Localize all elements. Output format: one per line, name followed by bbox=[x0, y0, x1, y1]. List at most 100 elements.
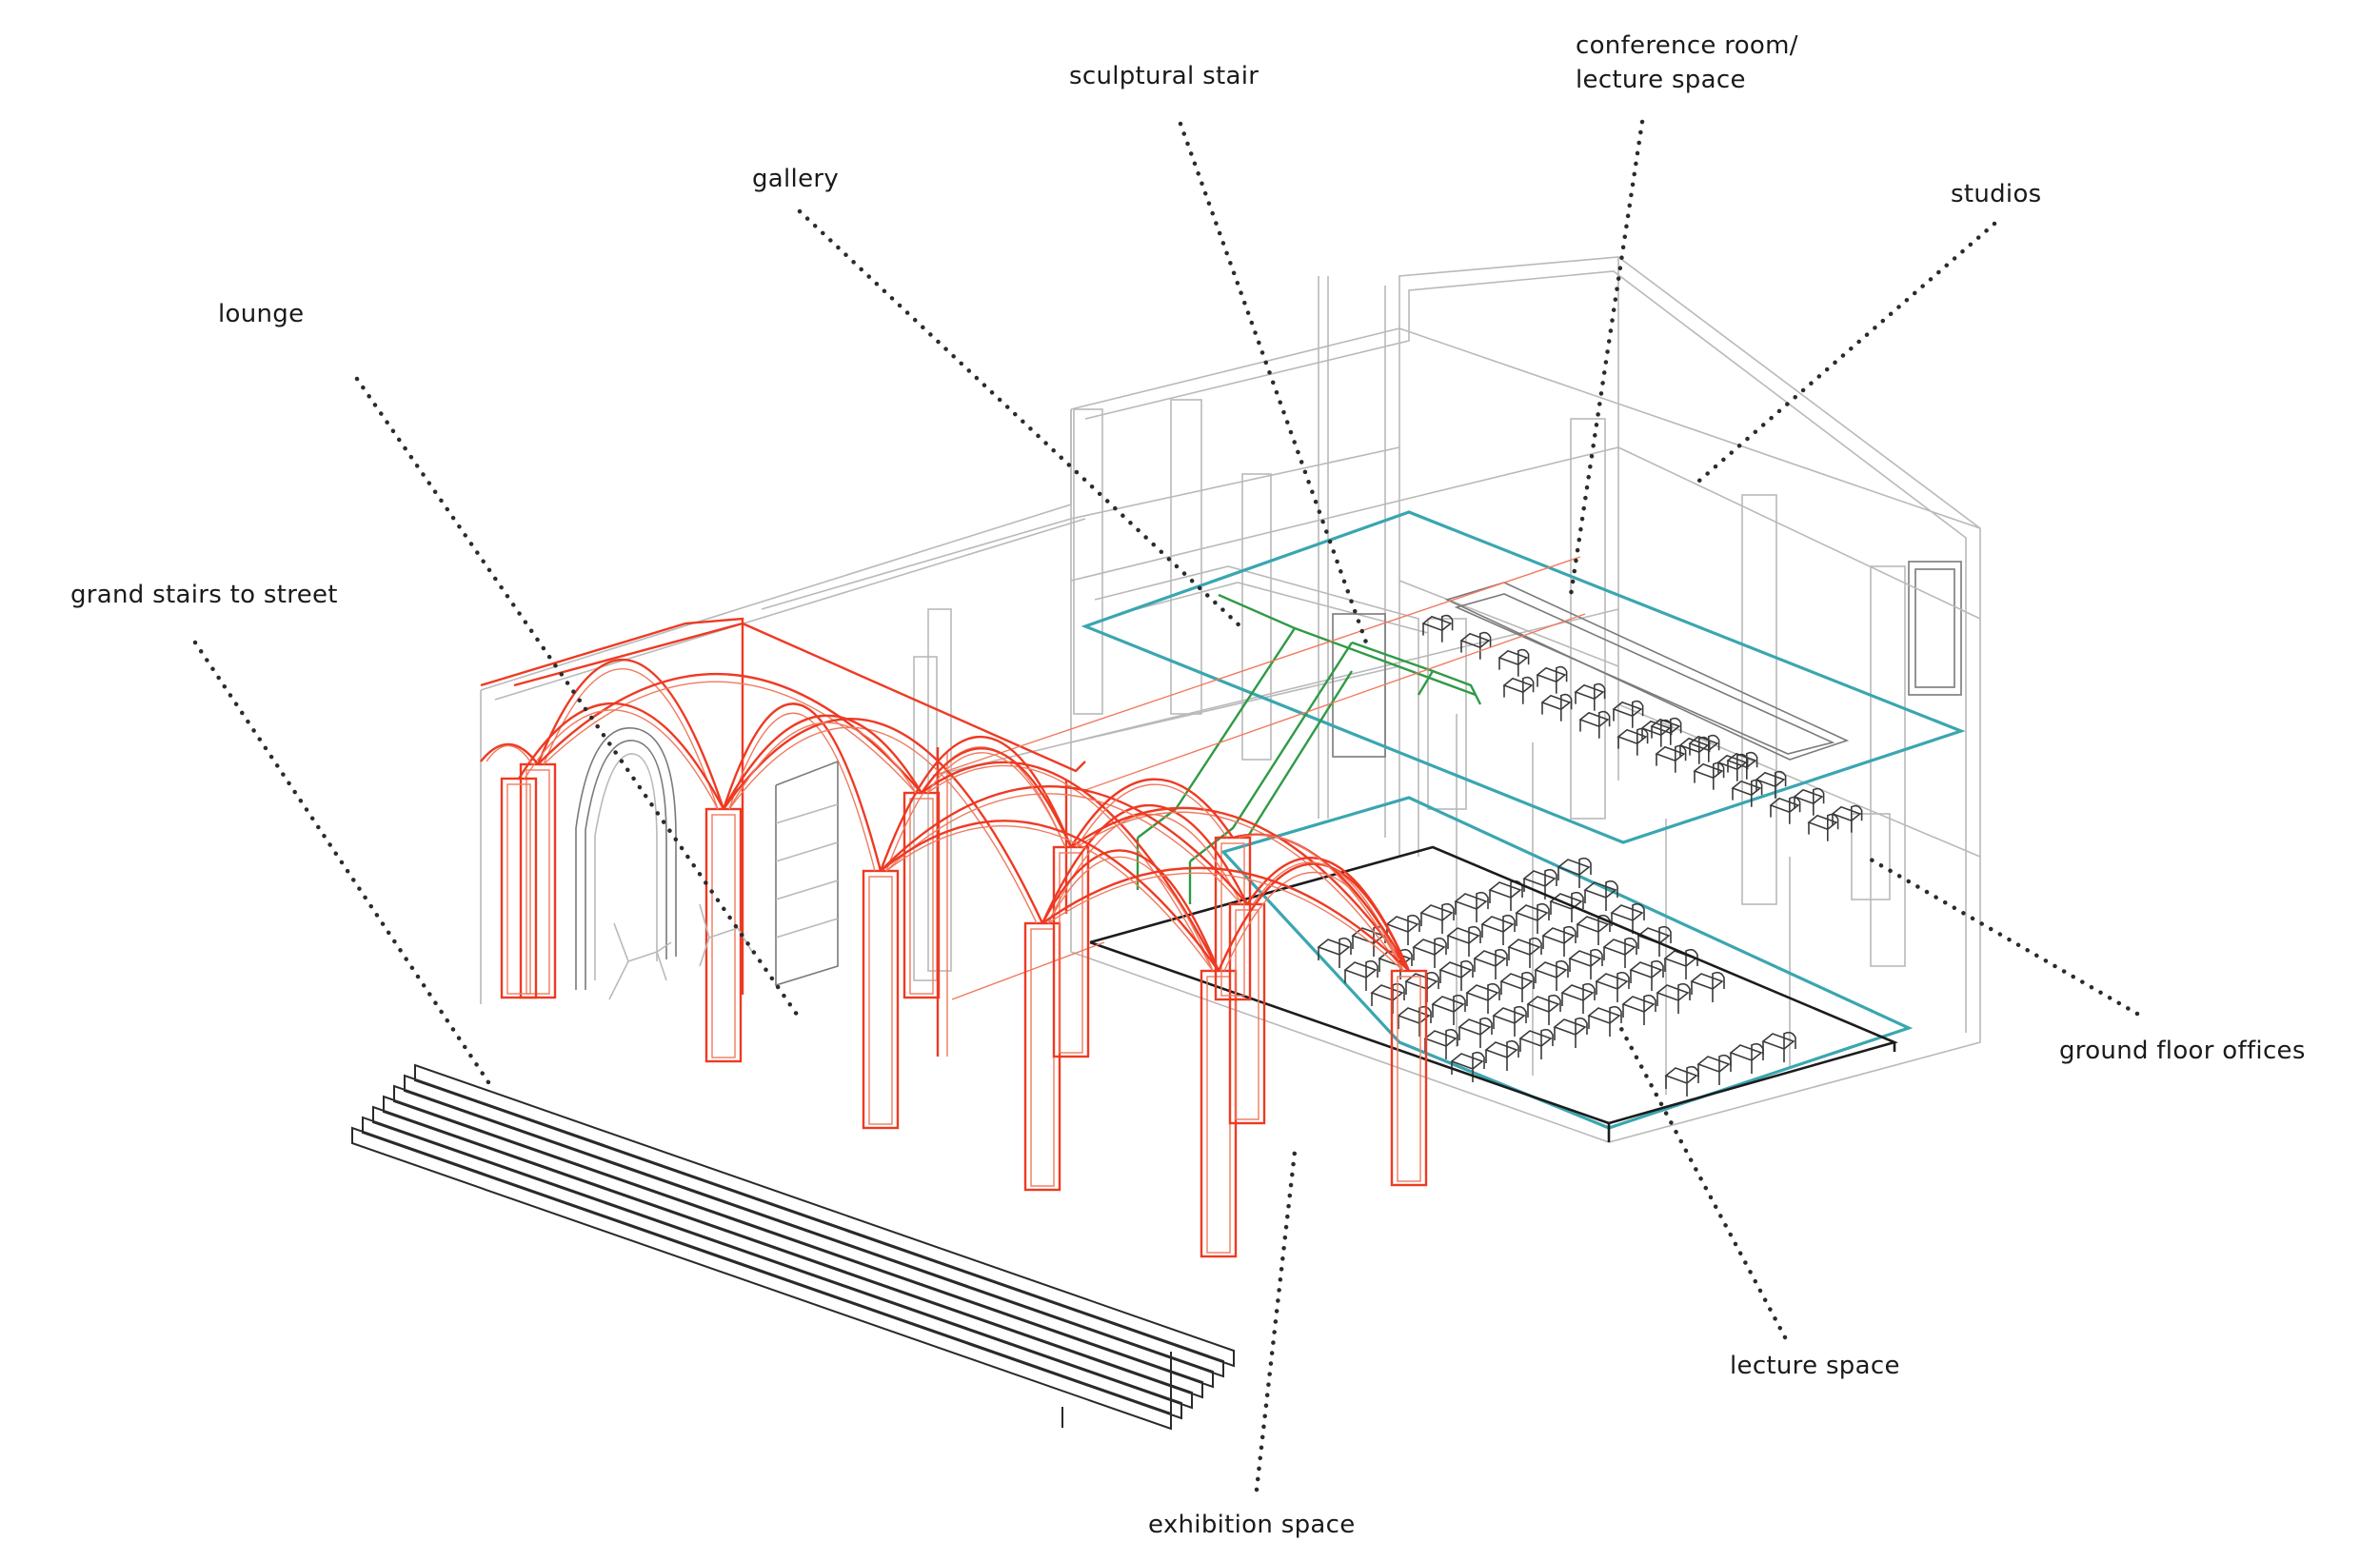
chair bbox=[1515, 902, 1550, 934]
vault-column-inner bbox=[1235, 909, 1259, 1120]
chair bbox=[1650, 717, 1682, 745]
chair bbox=[1450, 1051, 1485, 1082]
chair bbox=[1583, 880, 1618, 911]
vault-rib-inner bbox=[926, 752, 1066, 848]
chair bbox=[1640, 719, 1673, 747]
chair bbox=[1769, 796, 1801, 824]
vault-rib bbox=[723, 718, 1044, 924]
chair bbox=[1419, 902, 1455, 934]
display-shelves bbox=[775, 760, 839, 987]
chair bbox=[1610, 902, 1645, 934]
upper-floor-plate bbox=[1081, 510, 1966, 1130]
chair bbox=[1656, 982, 1691, 1014]
chair bbox=[1488, 880, 1523, 911]
chair bbox=[1502, 676, 1535, 704]
chair bbox=[1378, 948, 1413, 979]
chair bbox=[1534, 959, 1569, 991]
label-sculptural-stair: sculptural stair bbox=[1069, 62, 1259, 90]
chair bbox=[1431, 994, 1466, 1025]
leader-conference-room bbox=[1568, 119, 1645, 598]
stair-step bbox=[372, 1105, 1193, 1410]
vault-rib-inner bbox=[1223, 871, 1404, 972]
label-exhibition-space: exhibition space bbox=[1148, 1511, 1356, 1539]
vault-rib-inner bbox=[1076, 783, 1228, 848]
leader-gallery bbox=[797, 208, 1245, 631]
chair bbox=[1526, 994, 1561, 1025]
vault-rib-inner bbox=[728, 726, 1038, 924]
chair bbox=[1629, 959, 1664, 991]
chair bbox=[1636, 925, 1672, 957]
vault-rib bbox=[921, 761, 1220, 972]
stair-step bbox=[351, 1126, 1172, 1431]
vault-column-inner bbox=[1206, 976, 1231, 1254]
chair bbox=[1557, 857, 1592, 888]
leader-lounge bbox=[354, 376, 803, 1021]
vault-rib-inner bbox=[1047, 856, 1214, 972]
chair bbox=[1480, 914, 1516, 945]
vault-rib-inner bbox=[543, 668, 719, 810]
chair bbox=[1729, 1042, 1764, 1074]
vault-rib bbox=[921, 747, 1073, 848]
chair bbox=[1317, 937, 1352, 968]
chair bbox=[1465, 982, 1500, 1014]
chair bbox=[1536, 665, 1568, 694]
vault-rib-inner bbox=[543, 681, 917, 794]
leader-grand-stairs bbox=[192, 640, 493, 1088]
vault-rib bbox=[880, 820, 1220, 972]
vault-rib bbox=[722, 702, 883, 872]
stair-step bbox=[414, 1063, 1235, 1368]
vault-rib-inner bbox=[926, 764, 1214, 972]
chair bbox=[1693, 761, 1725, 790]
chair bbox=[1690, 971, 1725, 1002]
vault-rib bbox=[1069, 778, 1234, 848]
vault-rib-inner bbox=[1238, 834, 1404, 972]
chair bbox=[1678, 736, 1711, 764]
vault-column-inner bbox=[1030, 928, 1055, 1187]
chair bbox=[1761, 1031, 1796, 1062]
vault-column-inner bbox=[526, 769, 550, 995]
conference-chairs bbox=[1421, 614, 1863, 841]
chair bbox=[1574, 682, 1606, 711]
chair bbox=[1421, 614, 1454, 642]
chair bbox=[1807, 813, 1839, 841]
chair bbox=[1385, 914, 1420, 945]
chair bbox=[1497, 648, 1530, 677]
chair bbox=[1454, 891, 1489, 922]
building-shell bbox=[480, 256, 1981, 1143]
label-studios: studios bbox=[1951, 180, 2042, 208]
chair bbox=[1831, 804, 1863, 833]
vault-rib bbox=[1041, 866, 1410, 972]
vault-column-inner bbox=[506, 783, 531, 995]
chair bbox=[1423, 1028, 1458, 1059]
chair bbox=[1484, 1039, 1519, 1071]
vault-rib bbox=[722, 714, 923, 810]
stair-step bbox=[383, 1095, 1203, 1399]
chair bbox=[1343, 959, 1378, 991]
stair-step bbox=[404, 1074, 1224, 1378]
arched-doorway bbox=[575, 727, 677, 990]
vault-column-inner bbox=[868, 876, 893, 1125]
chair bbox=[1576, 914, 1611, 945]
vault-rib-inner bbox=[885, 824, 1214, 972]
chair bbox=[1568, 948, 1603, 979]
chair bbox=[1370, 982, 1405, 1014]
chair bbox=[1655, 744, 1687, 773]
vault-rib-inner bbox=[486, 744, 533, 765]
chair bbox=[1458, 1017, 1493, 1048]
chair bbox=[1616, 727, 1649, 756]
stair-step bbox=[393, 1084, 1214, 1389]
chair bbox=[1755, 770, 1787, 799]
chair bbox=[1726, 751, 1758, 780]
chair bbox=[1446, 925, 1481, 957]
vault-column-inner bbox=[909, 798, 934, 995]
label-conference-room: conference room/ lecture space bbox=[1576, 31, 1798, 94]
chair bbox=[1522, 868, 1557, 900]
vault-rib-inner bbox=[728, 712, 876, 872]
chair bbox=[1518, 1028, 1554, 1059]
chair bbox=[1621, 994, 1656, 1025]
conference-table bbox=[1444, 582, 1850, 761]
vault-rib-inner bbox=[1047, 872, 1404, 972]
chair bbox=[1549, 891, 1584, 922]
stair-step bbox=[362, 1116, 1182, 1420]
